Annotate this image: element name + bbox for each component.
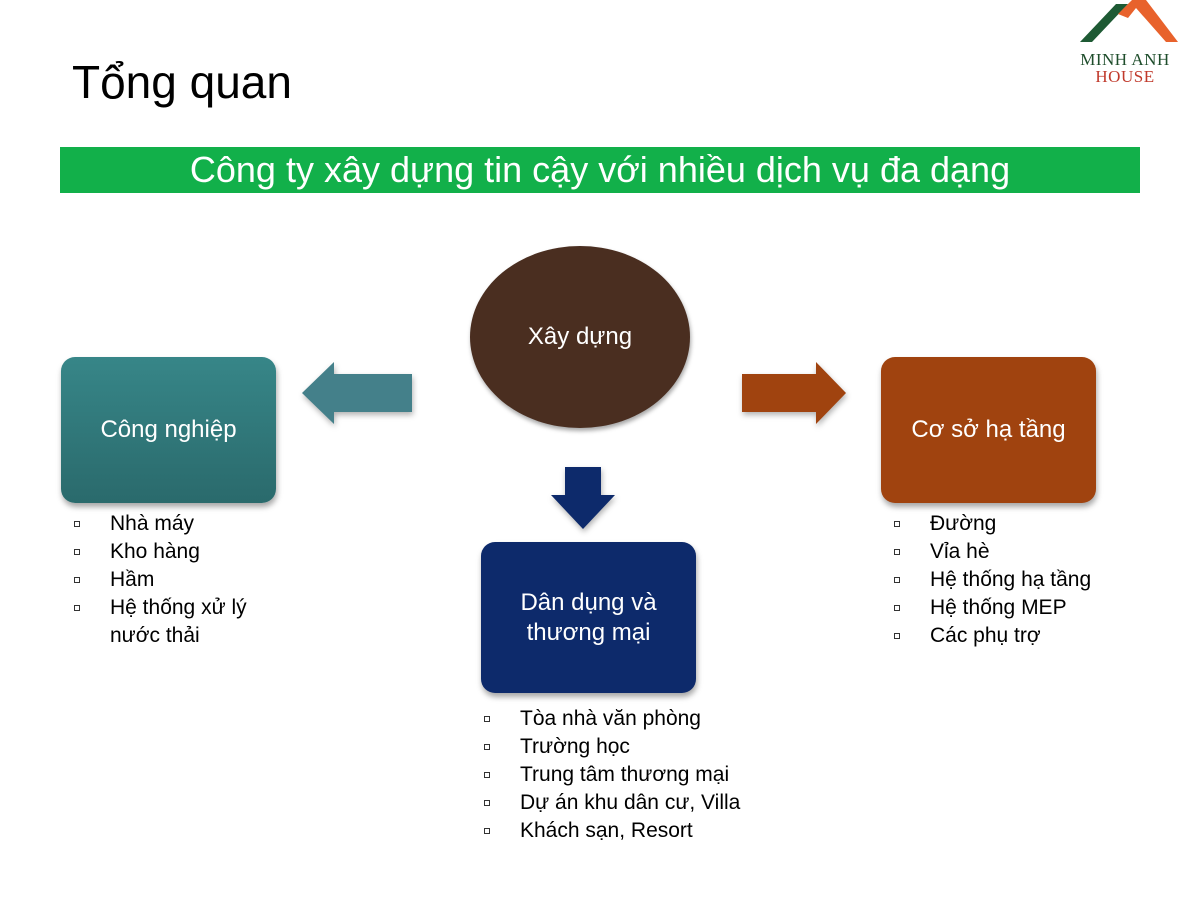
square-bullet-icon — [484, 800, 490, 806]
page-title: Tổng quan — [72, 56, 292, 108]
square-bullet-icon — [894, 633, 900, 639]
list-item: Hầm — [74, 566, 304, 594]
center-node-xay-dung: Xây dựng — [470, 246, 690, 428]
square-bullet-icon — [894, 577, 900, 583]
list-item: Khách sạn, Resort — [484, 817, 804, 845]
center-node-label: Xây dựng — [527, 323, 633, 350]
list-item: Hệ thống MEP — [894, 594, 1154, 622]
list-cong-nghiep: Nhà máy Kho hàng Hầm Hệ thống xử lý nước… — [74, 510, 304, 650]
node-label: Dân dụng và thương mại — [520, 588, 657, 646]
square-bullet-icon — [484, 772, 490, 778]
list-item: Tòa nhà văn phòng — [484, 705, 804, 733]
square-bullet-icon — [74, 549, 80, 555]
node-cong-nghiep: Công nghiệp — [61, 357, 276, 503]
list-item: Nhà máy — [74, 510, 304, 538]
list-item: Các phụ trợ — [894, 622, 1154, 650]
list-item: Trường học — [484, 733, 804, 761]
node-dan-dung-thuong-mai: Dân dụng và thương mại — [481, 542, 696, 693]
node-label: Cơ sở hạ tầng — [911, 416, 1066, 443]
square-bullet-icon — [74, 605, 80, 611]
arrow-left-icon — [300, 360, 415, 426]
house-roof-icon — [1080, 0, 1178, 42]
square-bullet-icon — [74, 577, 80, 583]
square-bullet-icon — [484, 744, 490, 750]
node-co-so-ha-tang: Cơ sở hạ tầng — [881, 357, 1096, 503]
square-bullet-icon — [894, 549, 900, 555]
list-item: Vỉa hè — [894, 538, 1154, 566]
square-bullet-icon — [894, 521, 900, 527]
list-item: Hệ thống hạ tầng — [894, 566, 1154, 594]
square-bullet-icon — [484, 716, 490, 722]
list-item: Hệ thống xử lý nước thải — [74, 594, 274, 650]
list-item: Dự án khu dân cư, Villa — [484, 789, 804, 817]
square-bullet-icon — [74, 521, 80, 527]
list-item: Trung tâm thương mại — [484, 761, 804, 789]
logo-text-house: HOUSE — [1095, 67, 1155, 86]
arrow-right-icon — [740, 360, 850, 426]
list-dan-dung-thuong-mai: Tòa nhà văn phòng Trường học Trung tâm t… — [484, 705, 804, 845]
list-item: Đường — [894, 510, 1154, 538]
company-logo: MINH ANH HOUSE — [1060, 0, 1190, 95]
logo-text-minh-anh: MINH ANH — [1080, 50, 1170, 69]
arrow-down-icon — [549, 465, 619, 531]
square-bullet-icon — [894, 605, 900, 611]
subtitle-banner: Công ty xây dựng tin cậy với nhiều dịch … — [60, 147, 1140, 193]
square-bullet-icon — [484, 828, 490, 834]
list-item: Kho hàng — [74, 538, 304, 566]
node-label: Công nghiệp — [100, 416, 237, 443]
list-co-so-ha-tang: Đường Vỉa hè Hệ thống hạ tầng Hệ thống M… — [894, 510, 1154, 650]
